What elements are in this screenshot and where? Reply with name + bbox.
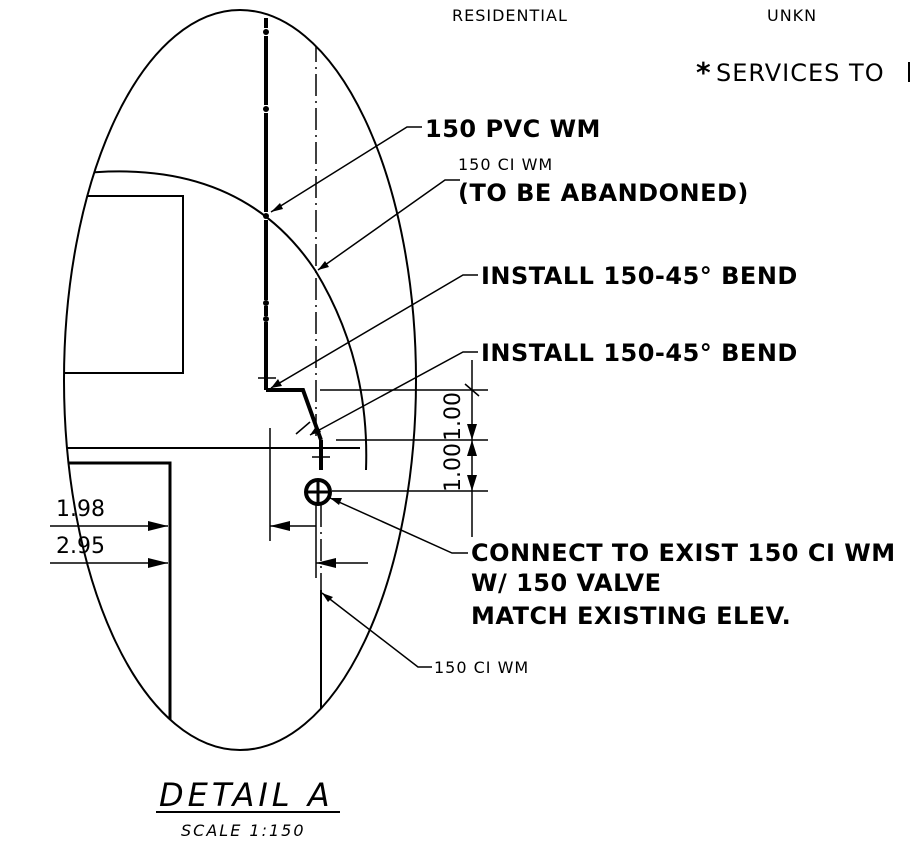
header-residential: RESIDENTIAL — [452, 6, 568, 25]
leader-bend-2 — [309, 351, 478, 436]
dim-vertical-2: 1.00 — [441, 443, 466, 492]
label-ci-wm-size: 150 CI WM — [458, 155, 553, 174]
services-note-star: * — [696, 56, 711, 89]
leader-connect — [329, 497, 468, 554]
leader-ci-abandoned — [317, 179, 460, 271]
curb-arc — [64, 170, 368, 471]
header-unkn: UNKN — [767, 6, 817, 25]
dim-horizontal-1: 1.98 — [56, 497, 105, 522]
label-connect-3: MATCH EXISTING ELEV. — [471, 602, 791, 630]
lot-line-upper — [64, 195, 184, 374]
horizontal-dimension — [50, 428, 368, 578]
label-existing-ci: 150 CI WM — [434, 658, 529, 677]
detail-boundary-ellipse — [63, 9, 417, 751]
detail-title: DETAIL A — [159, 776, 334, 814]
lot-line-lower — [64, 461, 172, 720]
leader-bend-1 — [270, 274, 478, 389]
valve-icon — [304, 478, 332, 506]
leader-arrowheads — [271, 203, 342, 602]
new-pvc-watermain — [264, 18, 323, 470]
detail-content — [64, 40, 368, 720]
leader-pvc-wm — [270, 126, 422, 213]
label-bend-1: INSTALL 150-45° BEND — [481, 262, 798, 290]
detail-scale: SCALE 1:150 — [181, 821, 306, 840]
dim-vertical-1: 1.00 — [441, 392, 466, 441]
dim-horizontal-2: 2.95 — [56, 534, 105, 559]
callout-leaders — [270, 126, 478, 668]
label-bend-2: INSTALL 150-45° BEND — [481, 339, 798, 367]
label-connect-2: W/ 150 VALVE — [471, 569, 662, 597]
label-to-be-abandoned: (TO BE ABANDONED) — [458, 179, 749, 207]
label-pvc-wm: 150 PVC WM — [425, 115, 601, 143]
services-note: SERVICES TO — [716, 59, 885, 87]
leader-existing-ci — [321, 592, 432, 668]
bend-ticks — [258, 377, 330, 458]
vertical-dimension — [320, 360, 488, 537]
pvc-main-joint-dots — [263, 29, 269, 322]
label-connect-1: CONNECT TO EXIST 150 CI WM — [471, 539, 896, 567]
